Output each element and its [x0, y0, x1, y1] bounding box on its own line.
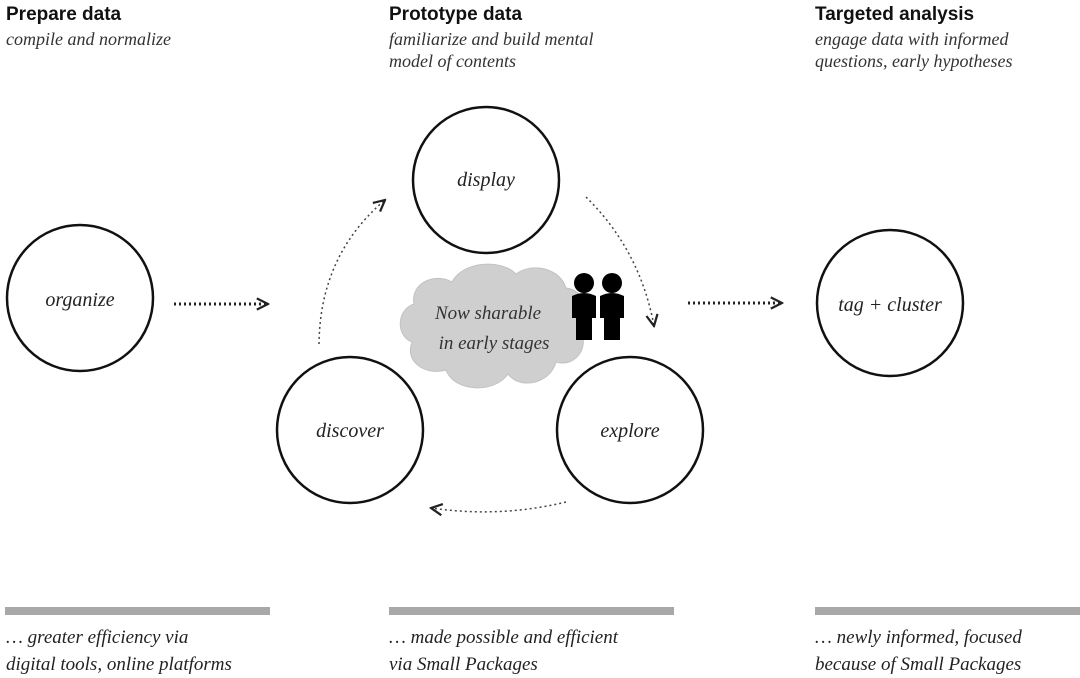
- prototype-data-subtitle-line1: familiarize and build mental: [389, 29, 594, 49]
- targeted-analysis-footer-line1: … newly informed, focused: [815, 627, 1022, 648]
- people-icon: [572, 273, 624, 340]
- display-node: [411, 105, 561, 255]
- prototype-data-subtitle-line2: model of contents: [389, 51, 516, 71]
- arrow-discover-to-display: [318, 200, 385, 345]
- cloud-shape: [399, 263, 587, 389]
- prepare-data-heading: Prepare data: [6, 4, 122, 25]
- prepare-data-footer-line2: digital tools, online platforms: [6, 654, 232, 675]
- prepare-data-subtitle: compile and normalize: [6, 29, 171, 49]
- cloud-text-line2: in early stages: [439, 333, 550, 354]
- prepare-data-bar: [5, 607, 270, 615]
- organize-label: organize: [45, 289, 114, 311]
- targeted-analysis-bar: [815, 607, 1080, 615]
- prototype-data-footer-line2: via Small Packages: [389, 654, 538, 675]
- discover-label: discover: [316, 420, 384, 442]
- targeted-analysis-subtitle-line2: questions, early hypotheses: [815, 51, 1013, 71]
- arrow-explore-to-discover: [431, 501, 567, 512]
- targeted-analysis-footer-line2: because of Small Packages: [815, 654, 1022, 675]
- tag-cluster-label: tag + cluster: [838, 294, 942, 316]
- explore-node: [555, 355, 705, 505]
- targeted-analysis-subtitle-line1: engage data with informed: [815, 29, 1009, 49]
- organize-node: [5, 223, 155, 373]
- explore-label: explore: [600, 420, 659, 442]
- prototype-data-footer-line1: … made possible and efficient: [389, 627, 619, 648]
- arrow-display-to-explore: [585, 196, 654, 326]
- discover-node: [275, 355, 425, 505]
- prototype-data-bar: [389, 607, 674, 615]
- cloud-text-line1: Now sharable: [434, 303, 541, 324]
- prototype-data-heading: Prototype data: [389, 4, 523, 25]
- tag-cluster-node: [815, 228, 965, 378]
- prepare-data-footer-line1: … greater efficiency via: [6, 627, 189, 648]
- display-label: display: [457, 169, 515, 191]
- workflow-diagram: organize display discover explore tag + …: [5, 105, 965, 600]
- targeted-analysis-heading: Targeted analysis: [815, 4, 975, 25]
